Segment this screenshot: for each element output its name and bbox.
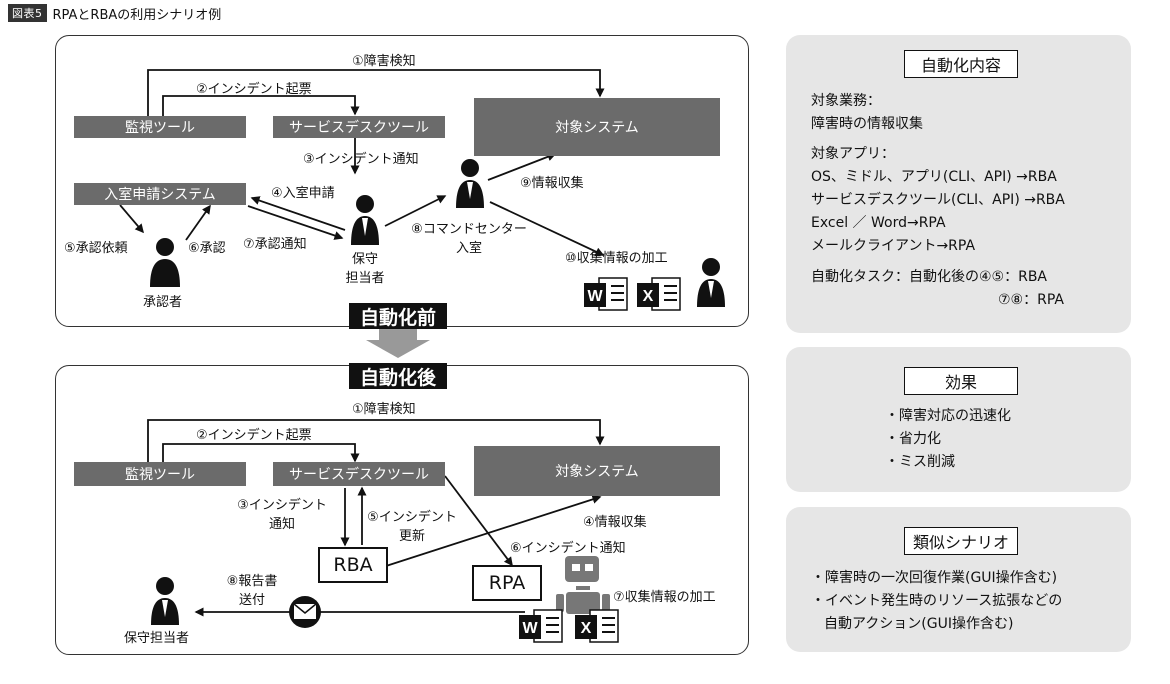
- before-maintainer-label: 保守 担当者: [340, 248, 390, 286]
- before-step3-label: ③インシデント通知: [303, 152, 419, 167]
- arrow-after-1: [147, 419, 605, 462]
- effects-line-1: ・障害対応の迅速化: [885, 408, 1011, 424]
- arrow-after-6: [444, 475, 513, 567]
- effects-line-2: ・省力化: [885, 431, 941, 447]
- arrow-after-2: [162, 443, 360, 463]
- before-step5-label: ⑤承認依頼: [64, 241, 128, 256]
- person-icon-maintainer-before: [351, 195, 379, 245]
- excel-icon-after: X: [575, 609, 619, 643]
- arrow-before-5: [119, 204, 144, 234]
- before-step10-label: ⑩収集情報の加工: [565, 251, 668, 266]
- approver-label: 承認者: [143, 295, 183, 310]
- before-step9-label: ⑨情報収集: [520, 176, 584, 191]
- arrow-before-4: [250, 196, 346, 231]
- figure-title: RPAとRBAの利用シナリオ例: [52, 7, 222, 23]
- before-step2-label: ②インシデント起票: [196, 82, 312, 97]
- after-step3-line2: 通知: [268, 517, 295, 532]
- automation-line-2: 障害時の情報収集: [811, 116, 923, 132]
- automation-line-6: Excel ／ Word→RPA: [811, 215, 946, 231]
- word-icon-after: W: [519, 609, 563, 643]
- after-monitor-tool: 監視ツール: [74, 462, 246, 486]
- before-step1-label: ①障害検知: [352, 54, 416, 69]
- automation-line-3: 対象アプリ：: [811, 146, 895, 162]
- before-service-desk-tool: サービスデスクツール: [273, 116, 445, 138]
- arrow-before-7: [247, 205, 344, 240]
- robot-icon: [556, 556, 610, 614]
- before-step4-label: ④入室申請: [271, 186, 335, 201]
- excel-icon-before: X: [637, 277, 681, 311]
- similar-line-1: ・障害時の一次回復作業(GUI操作含む): [811, 570, 1058, 586]
- effects-line-3: ・ミス削減: [885, 454, 955, 470]
- after-step4-label: ④情報収集: [583, 515, 647, 530]
- person-icon-approver: [150, 238, 180, 287]
- before-step7-label: ⑦承認通知: [243, 237, 307, 252]
- svg-text:W: W: [587, 288, 603, 305]
- before-monitor-tool: 監視ツール: [74, 116, 246, 138]
- figure-title-row: 図表5 RPAとRBAの利用シナリオ例: [8, 4, 222, 23]
- before-step6-label: ⑥承認: [188, 241, 226, 256]
- after-target-system: 対象システム: [474, 446, 720, 496]
- rpa-box: RPA: [472, 565, 542, 601]
- after-step8-line2: 送付: [238, 593, 265, 608]
- arrow-before-9: [487, 152, 557, 181]
- person-icon-maintainer-after: [151, 577, 179, 625]
- figure-tag: 図表5: [8, 4, 47, 22]
- before-room-request-system: 入室申請システム: [74, 183, 246, 205]
- svg-text:X: X: [581, 620, 592, 637]
- automation-line-1: 対象業務：: [811, 93, 881, 109]
- after-step5-label: ⑤インシデント 更新: [362, 506, 462, 544]
- arrow-before-1: [147, 69, 605, 116]
- automation-heading: 自動化内容: [904, 50, 1018, 78]
- word-icon-before: W: [584, 277, 628, 311]
- after-step3-line1: ③インシデント: [237, 498, 327, 513]
- before-target-system: 対象システム: [474, 98, 720, 156]
- arrow-before-6: [185, 204, 211, 241]
- envelope-icon: [289, 596, 321, 628]
- arrow-after-4: [377, 495, 602, 573]
- after-service-desk-tool: サービスデスクツール: [273, 462, 445, 486]
- rba-box: RBA: [318, 547, 388, 583]
- after-step7-label: ⑦収集情報の加工: [613, 590, 716, 605]
- svg-text:X: X: [643, 288, 654, 305]
- automation-line-5: サービスデスクツール(CLI、API) →RBA: [811, 192, 1065, 208]
- after-step1-label: ①障害検知: [352, 402, 416, 417]
- after-step2-label: ②インシデント起票: [196, 428, 312, 443]
- transition-arrow: [366, 325, 430, 358]
- automation-line-8: 自動化タスク：自動化後の④⑤：RBA: [811, 269, 1048, 285]
- before-banner: 自動化前: [349, 303, 447, 329]
- arrow-before-2: [162, 95, 360, 116]
- similar-line-2: ・イベント発生時のリソース拡張などの: [811, 593, 1063, 609]
- person-icon-command-center: [456, 159, 484, 208]
- before-maintainer-line2: 担当者: [345, 271, 385, 286]
- similar-line-3: 自動アクション(GUI操作含む): [824, 616, 1014, 632]
- automation-panel: [786, 35, 1131, 333]
- after-maintainer-label: 保守担当者: [124, 631, 190, 646]
- person-icon-processor: [697, 258, 725, 307]
- before-step8-line1: ⑧コマンドセンター: [411, 222, 527, 237]
- after-step8-line1: ⑧報告書: [226, 574, 278, 589]
- after-step8-label: ⑧報告書 送付: [212, 570, 292, 608]
- after-step5-line1: ⑤インシデント: [367, 510, 457, 525]
- svg-text:W: W: [522, 620, 538, 637]
- before-maintainer-line1: 保守: [351, 252, 378, 267]
- automation-line-4: OS、ミドル、アプリ(CLI、API) →RBA: [811, 169, 1057, 185]
- effects-heading: 効果: [904, 367, 1018, 395]
- before-step8-label: ⑧コマンドセンター 入室: [404, 218, 534, 256]
- automation-line-9: ⑦⑧：RPA: [998, 292, 1064, 308]
- after-step5-line2: 更新: [398, 529, 425, 544]
- after-step3-label: ③インシデント 通知: [232, 494, 332, 532]
- automation-line-7: メールクライアント→RPA: [811, 238, 976, 254]
- before-step8-line2: 入室: [455, 241, 482, 256]
- arrow-before-10: [489, 201, 605, 256]
- after-banner: 自動化後: [349, 363, 447, 389]
- after-step6-label: ⑥インシデント通知: [510, 541, 626, 556]
- similar-heading: 類似シナリオ: [904, 527, 1018, 555]
- arrow-before-8: [384, 195, 447, 227]
